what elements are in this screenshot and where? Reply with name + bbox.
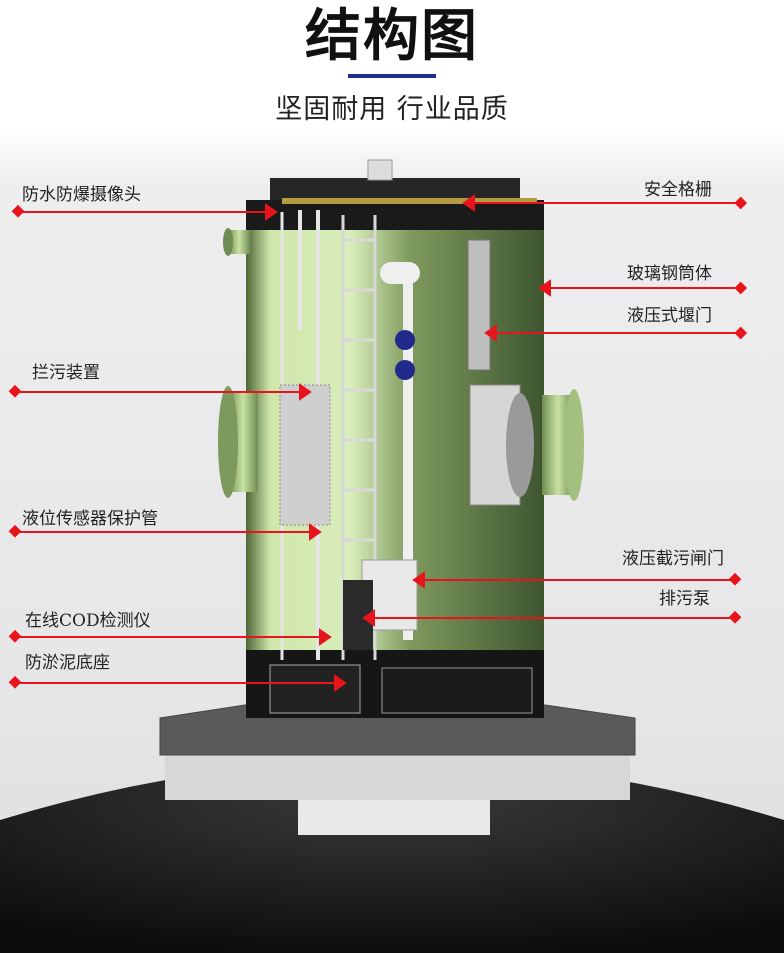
sludge-base-left bbox=[269, 664, 361, 714]
label-pump: 排污泵 bbox=[659, 589, 710, 609]
vent-cap bbox=[367, 159, 393, 181]
display-stage bbox=[0, 760, 784, 953]
trash-rack bbox=[279, 384, 331, 526]
small-pipe bbox=[228, 230, 250, 254]
sludge-base-right bbox=[381, 667, 533, 714]
valve bbox=[395, 360, 415, 380]
safety-grating bbox=[282, 198, 537, 204]
pointer-lines bbox=[8, 194, 748, 692]
weir-gate-cylinder bbox=[467, 239, 491, 371]
valve bbox=[395, 330, 415, 350]
top-rim bbox=[270, 178, 520, 200]
label-sluice-gate: 液压截污闸门 bbox=[622, 549, 724, 569]
page-subtitle: 坚固耐用 行业品质 bbox=[275, 94, 509, 125]
label-trash-device: 拦污装置 bbox=[32, 363, 100, 383]
label-grating: 安全格栅 bbox=[644, 180, 712, 200]
label-weir-gate: 液压式堰门 bbox=[627, 306, 712, 326]
pipe-elbow bbox=[380, 262, 420, 284]
label-cod-meter: 在线COD检测仪 bbox=[25, 611, 151, 631]
label-camera: 防水防爆摄像头 bbox=[22, 185, 141, 205]
top-cover bbox=[246, 200, 544, 230]
title-underline bbox=[348, 74, 436, 78]
label-base: 防淤泥底座 bbox=[25, 653, 110, 673]
label-frp-body: 玻璃钢筒体 bbox=[627, 264, 712, 284]
page-title: 结构图 bbox=[305, 4, 479, 69]
pedestal-upper bbox=[165, 752, 630, 800]
label-sensor-tube: 液位传感器保护管 bbox=[22, 509, 158, 529]
